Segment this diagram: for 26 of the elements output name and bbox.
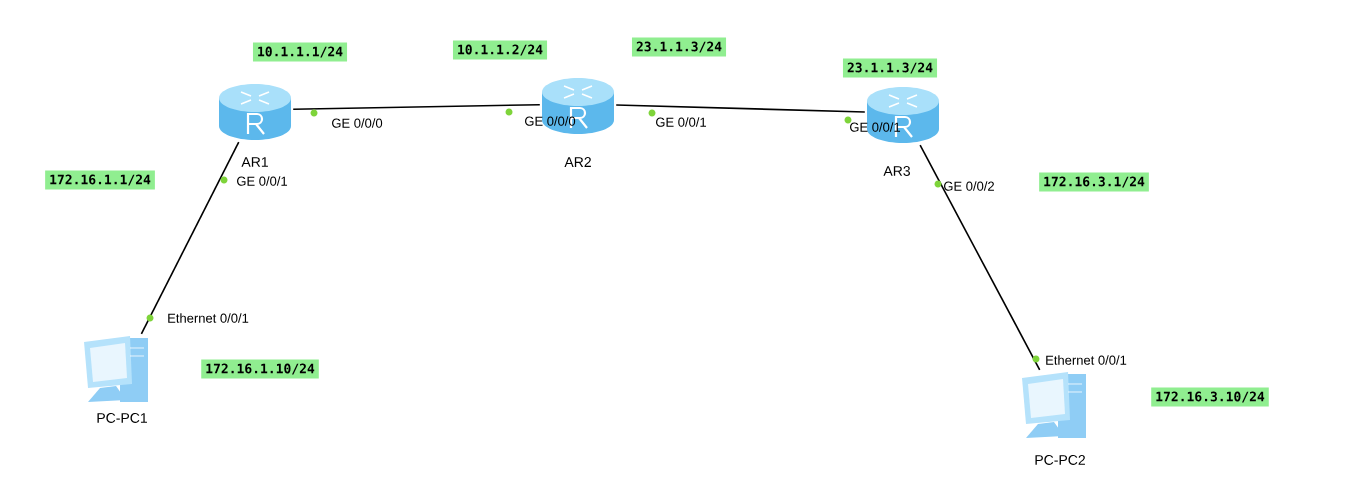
router-icon (542, 78, 614, 134)
ip-address-tag: 23.1.1.3/24 (842, 58, 938, 78)
port-label: GE 0/0/2 (944, 181, 994, 191)
device-label: AR2 (564, 157, 591, 167)
link-line (140, 141, 240, 335)
port-label: GE 0/0/1 (237, 176, 288, 186)
ip-address-tag: 172.16.1.1/24 (45, 170, 155, 190)
ip-address-tag: 172.16.3.1/24 (1039, 172, 1149, 192)
computer-icon (84, 336, 148, 402)
ip-address-tag: 172.16.1.10/24 (201, 359, 319, 379)
link-line (919, 144, 1041, 371)
device-label: AR3 (883, 166, 910, 176)
ip-address-tag: 10.1.1.1/24 (252, 42, 348, 62)
ip-address-tag: 10.1.1.2/24 (452, 40, 548, 60)
device-label: PC-PC1 (97, 413, 147, 423)
device-label: AR1 (241, 157, 268, 167)
ip-address-tag: 172.16.3.10/24 (1151, 387, 1269, 407)
device-label: PC-PC2 (1035, 455, 1085, 465)
ip-address-tag: 23.1.1.3/24 (631, 37, 727, 57)
router-icon (867, 87, 939, 143)
port-label: GE 0/0/0 (332, 118, 383, 128)
router-icon (219, 84, 291, 140)
link-line (615, 104, 866, 113)
computer-icon (1022, 372, 1086, 438)
port-label: GE 0/0/1 (656, 117, 706, 127)
link-line (292, 103, 541, 111)
